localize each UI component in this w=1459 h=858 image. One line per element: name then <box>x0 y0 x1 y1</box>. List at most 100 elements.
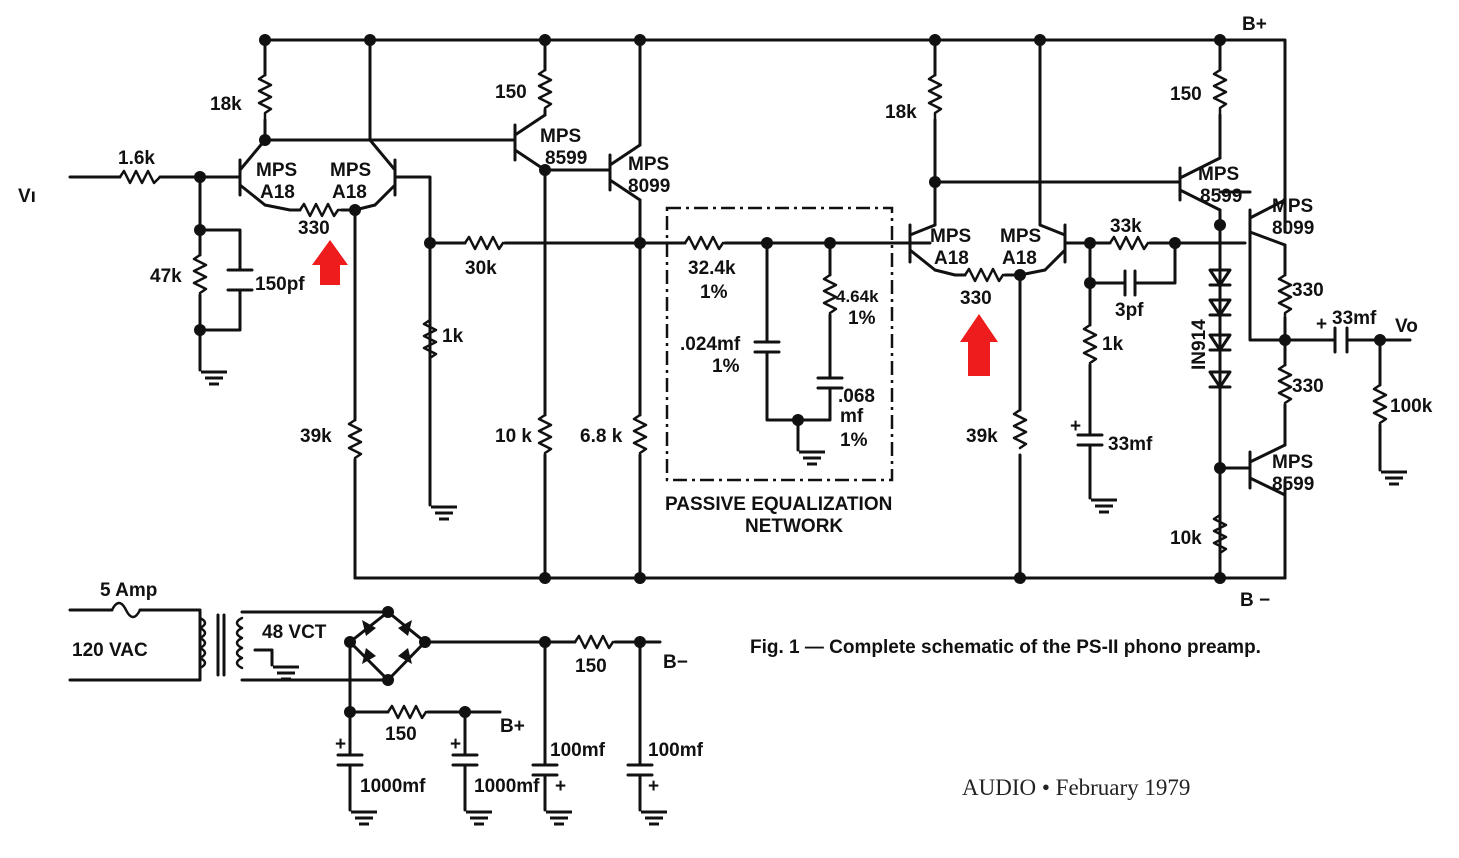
c-shunt-label: 150pf <box>255 274 305 295</box>
eq-r2-label: 4.64k <box>836 287 879 306</box>
transformer-label: 48 VCT <box>262 622 327 643</box>
pwr-c4-plus: + <box>648 776 659 797</box>
s2-q2-label-top: MPS <box>1000 226 1041 247</box>
pwr-c4-label: 100mf <box>648 740 704 761</box>
eq-c2-label: .068 <box>838 386 875 407</box>
eq-c1-label: .024mf <box>680 334 741 355</box>
figure-caption: Fig. 1 — Complete schematic of the PS-II… <box>750 637 1261 658</box>
q2-label-top: MPS <box>330 160 371 181</box>
r-feedback-label: 30k <box>465 258 497 279</box>
power-junctions <box>344 606 646 718</box>
q3-label-top: MPS <box>540 126 581 147</box>
pwr-c1-plus: + <box>335 734 346 755</box>
pwr-c2-label: 1000mf <box>474 776 540 797</box>
s2-r-collector-label: 18k <box>885 102 917 123</box>
r-collector-label: 18k <box>210 94 242 115</box>
ground-symbol <box>544 810 574 826</box>
s2-r-feedback-label: 33k <box>1110 216 1142 237</box>
b-minus-supply-label: B− <box>663 652 688 673</box>
stage2-wiring <box>908 38 1412 580</box>
fuse-label: 5 Amp <box>100 580 157 601</box>
s2-c-out-plus: + <box>1316 314 1327 335</box>
s2-r-tail-label: 39k <box>966 426 998 447</box>
s2-q2-label-bottom: A18 <box>1002 248 1037 269</box>
s2-r-out2-label: 330 <box>1292 376 1324 397</box>
b-plus-supply-label: B+ <box>500 716 525 737</box>
s2-r-1k-label: 1k <box>1102 334 1124 355</box>
s2-upper-label-top: MPS <box>1272 196 1313 217</box>
q3-label-bottom: 8599 <box>545 148 587 169</box>
q1-label-top: MPS <box>256 160 297 181</box>
q4-label-bottom: 8099 <box>628 176 670 197</box>
pwr-c3-plus: + <box>555 776 566 797</box>
ground-symbol <box>639 810 669 826</box>
equalizer-junctions <box>761 237 836 426</box>
stage1-wiring <box>68 38 648 580</box>
ground-symbol <box>797 450 827 466</box>
eq-c2-unit: mf <box>840 406 864 427</box>
eq-r1-tol: 1% <box>700 282 728 303</box>
ground-symbol <box>1089 498 1119 514</box>
eq-subtitle: NETWORK <box>745 516 843 537</box>
mains-label: 120 VAC <box>72 640 148 661</box>
eq-c2-tol: 1% <box>840 430 868 451</box>
s2-c-33-label: 33mf <box>1108 434 1153 455</box>
stage1-junctions <box>194 34 646 584</box>
s2-lower-label-top: MPS <box>1272 452 1313 473</box>
input-label: Vı <box>18 186 36 207</box>
s2-q1-label-bottom: A18 <box>934 248 969 269</box>
s2-lower-label-bottom: 8599 <box>1272 474 1314 495</box>
q4-label-top: MPS <box>628 154 669 175</box>
s2-c-feedback-label: 3pf <box>1115 300 1144 321</box>
bridge-diodes <box>362 620 412 664</box>
stage2-junctions <box>929 34 1386 584</box>
s2-r-out1-label: 330 <box>1292 280 1324 301</box>
b-minus-label: B − <box>1240 590 1270 611</box>
s2-q1-label-top: MPS <box>930 226 971 247</box>
highlight-arrow <box>960 314 998 376</box>
s2-c-plus: + <box>1070 416 1081 437</box>
ground-symbol <box>464 810 494 826</box>
figure-credit: AUDIO • February 1979 <box>962 775 1190 800</box>
b-plus-label: B+ <box>1242 14 1267 35</box>
pwr-c1-label: 1000mf <box>360 776 426 797</box>
pwr-c2-plus: + <box>450 734 461 755</box>
s2-driver-label-bottom: 8599 <box>1200 186 1242 207</box>
highlight-arrow <box>312 240 348 285</box>
r-150-label: 150 <box>495 82 527 103</box>
equalizer-wiring <box>638 235 932 452</box>
s2-r-150-label: 150 <box>1170 84 1202 105</box>
s2-driver-label-top: MPS <box>1198 164 1239 185</box>
s2-r-load-label: 100k <box>1390 396 1433 417</box>
q2-label-bottom: A18 <box>332 182 367 203</box>
s2-diode-label: IN914 <box>1189 319 1210 370</box>
output-label: Vo <box>1395 316 1418 337</box>
b-plus-rail <box>263 38 1287 234</box>
r-10k-label: 10 k <box>495 426 532 447</box>
s2-upper-label-bottom: 8099 <box>1272 218 1314 239</box>
ground-symbol <box>271 665 301 681</box>
ground-symbol <box>1379 470 1409 486</box>
eq-r1-label: 32.4k <box>688 258 736 279</box>
pwr-r1-label: 150 <box>385 724 417 745</box>
ground-symbol <box>199 370 229 386</box>
s2-c-out-label: 33mf <box>1332 308 1377 329</box>
equalizer-box <box>665 206 894 482</box>
q1-label-bottom: A18 <box>260 182 295 203</box>
r-6k8-label: 6.8 k <box>580 426 623 447</box>
ground-symbol <box>349 810 379 826</box>
r-tail-label: 39k <box>300 426 332 447</box>
eq-r2-tol: 1% <box>848 308 876 329</box>
r-shunt-label: 47k <box>150 266 182 287</box>
ground-symbol <box>429 505 459 521</box>
s2-r-emitter-label: 330 <box>960 288 992 309</box>
pwr-c3-label: 100mf <box>550 740 606 761</box>
r-input-label: 1.6k <box>118 148 155 169</box>
eq-c1-tol: 1% <box>712 356 740 377</box>
s2-r-10k-label: 10k <box>1170 528 1202 549</box>
eq-title: PASSIVE EQUALIZATION <box>665 494 892 515</box>
r-bias-label: 1k <box>442 326 464 347</box>
pwr-r2-label: 150 <box>575 656 607 677</box>
r-emitter-label: 330 <box>298 218 330 239</box>
